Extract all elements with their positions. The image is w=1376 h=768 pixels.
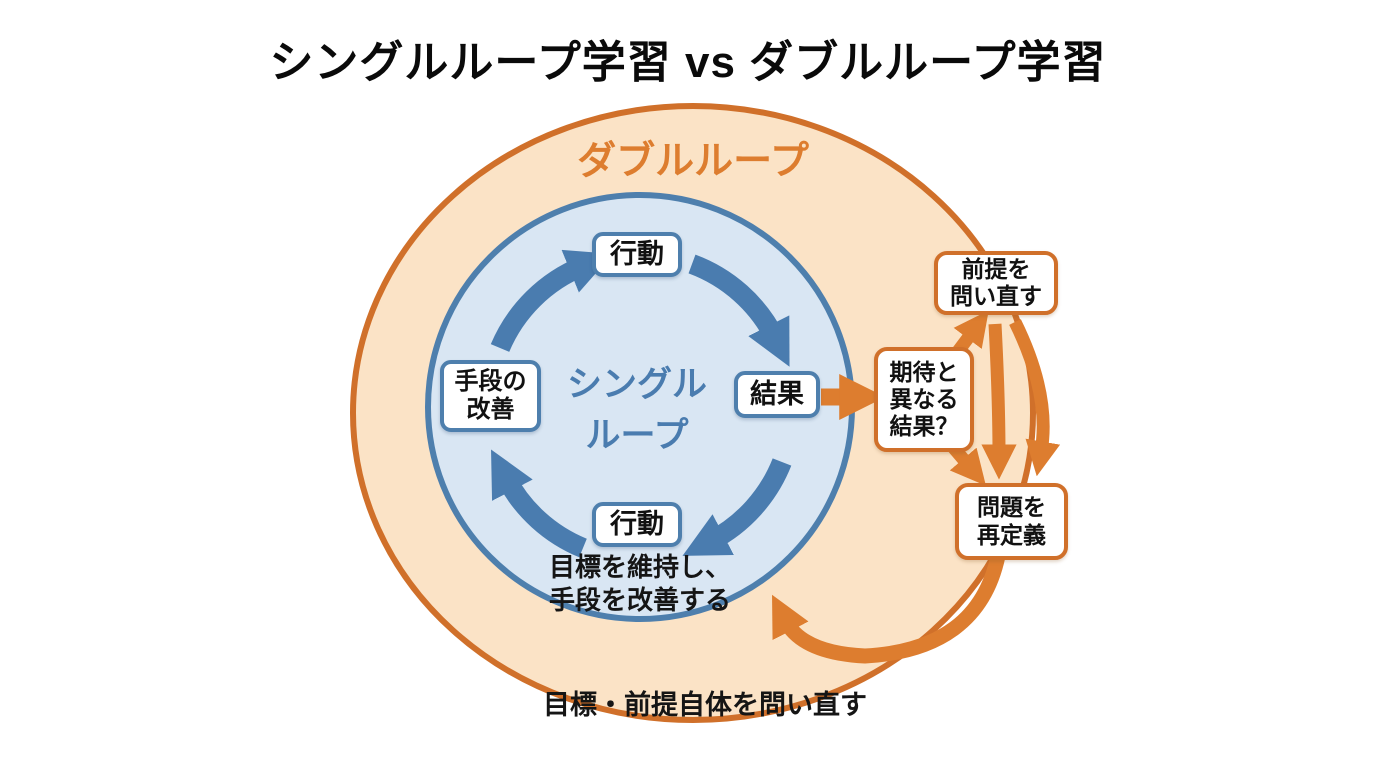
node-action-top: 行動 bbox=[592, 232, 682, 277]
single-loop-arrow-top-right bbox=[688, 254, 790, 367]
single-loop-arrow-bottom-right bbox=[682, 458, 792, 556]
single-loop-caption: 目標を維持し、 手段を改善する bbox=[548, 552, 731, 615]
arrow-redefine-return-to-loop bbox=[771, 554, 1006, 664]
single-loop-arrow-bottom-left bbox=[491, 449, 587, 558]
single-loop-arrow-top-left bbox=[490, 249, 613, 353]
node-improve-means: 手段の 改善 bbox=[440, 360, 541, 432]
double-loop-caption: 目標・前提自体を問い直す bbox=[543, 690, 867, 720]
node-unexpected-result: 期待と 異なる 結果？ bbox=[874, 347, 974, 452]
arrow-premise-to-redefine-curve bbox=[1009, 319, 1061, 477]
page-title: シングルループ学習 vs ダブルループ学習 bbox=[269, 38, 1107, 87]
double-loop-label: ダブルループ bbox=[577, 140, 809, 183]
arrow-premise-to-redefine-straight bbox=[981, 323, 1017, 480]
node-result: 結果 bbox=[734, 371, 820, 418]
node-redefine-problem: 問題を 再定義 bbox=[955, 483, 1068, 560]
node-action-bottom: 行動 bbox=[592, 502, 682, 547]
single-loop-label: シングル ループ bbox=[566, 365, 707, 455]
node-question-premise: 前提を 問い直す bbox=[934, 251, 1058, 315]
